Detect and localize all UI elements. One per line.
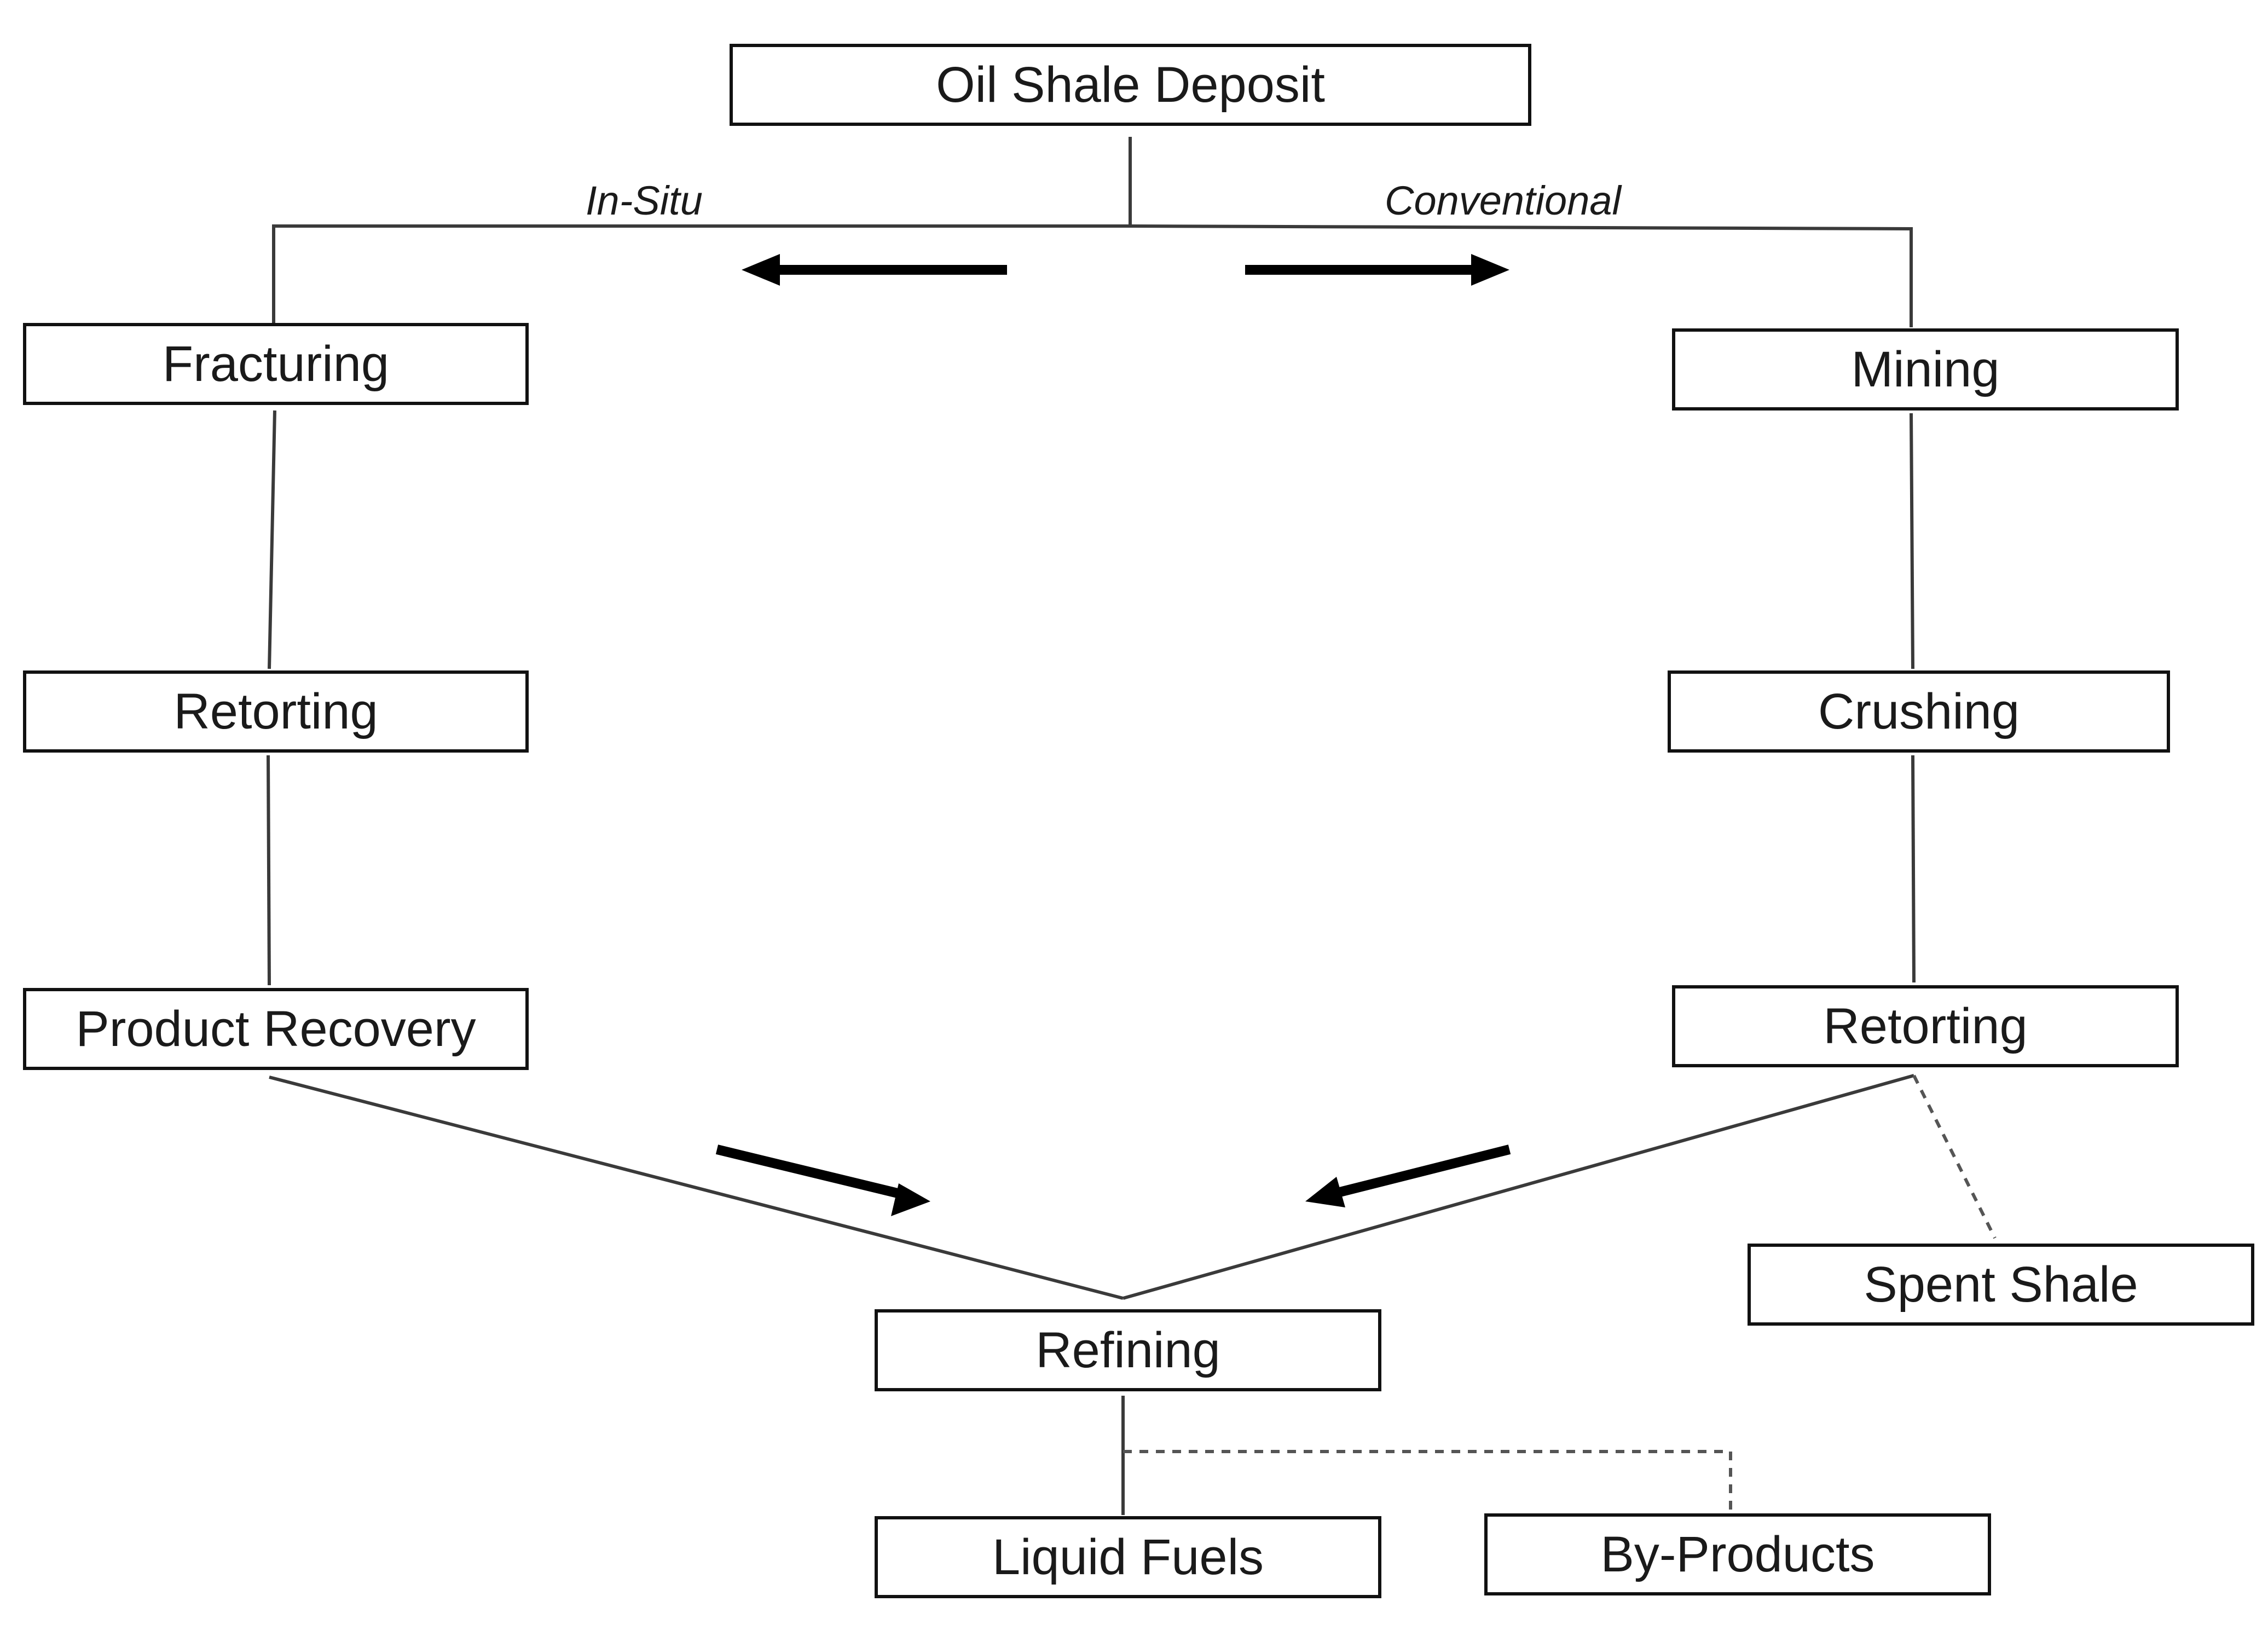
- in-situ-retorting-label: Retorting: [173, 684, 378, 739]
- root-to-conventional-connector: [1130, 224, 1913, 327]
- crushing-to-retorting-connector: [1911, 755, 1916, 983]
- spent-shale-label: Spent Shale: [1864, 1257, 2138, 1313]
- conventional-retorting-label: Retorting: [1823, 998, 2028, 1054]
- product-recovery-label: Product Recovery: [76, 1001, 476, 1057]
- crushing-label: Crushing: [1818, 684, 2020, 739]
- refining-label: Refining: [1035, 1322, 1220, 1378]
- fracturing-box: Fracturing: [23, 323, 529, 405]
- oil-shale-deposit-box: Oil Shale Deposit: [730, 44, 1531, 126]
- in-situ-retorting-box: Retorting: [23, 670, 529, 753]
- by-products-box: By-Products: [1484, 1513, 1991, 1595]
- liquid-fuels-box: Liquid Fuels: [875, 1516, 1381, 1598]
- mining-box: Mining: [1672, 328, 2179, 410]
- by-products-label: By-Products: [1600, 1527, 1875, 1582]
- retorting-to-refining-connector: [1123, 1074, 1914, 1300]
- retorting-to-product-recovery-connector: [267, 755, 271, 986]
- crushing-box: Crushing: [1668, 670, 2170, 753]
- mining-label: Mining: [1851, 342, 2000, 397]
- product-recovery-box: Product Recovery: [23, 988, 529, 1070]
- fracturing-to-retorting-connector: [268, 410, 276, 669]
- in-situ-branch-label: In-Situ: [586, 178, 703, 223]
- root-to-in-situ-connector: [272, 137, 1132, 323]
- spent-shale-box: Spent Shale: [1748, 1244, 2254, 1326]
- conventional-to-refining-arrow: [1305, 1144, 1511, 1207]
- mining-to-crushing-connector: [1910, 413, 1914, 669]
- in-situ-to-refining-arrow: [715, 1144, 930, 1216]
- conventional-retorting-box: Retorting: [1672, 985, 2179, 1067]
- refining-box: Refining: [875, 1309, 1381, 1391]
- refining-to-by-products-connector: [1123, 1450, 1732, 1512]
- product-recovery-to-refining-connector: [269, 1076, 1124, 1300]
- retorting-to-spent-shale-connector: [1912, 1074, 1997, 1239]
- fracturing-label: Fracturing: [162, 336, 390, 392]
- conventional-direction-arrow: [1245, 254, 1509, 286]
- in-situ-direction-arrow: [742, 254, 1007, 286]
- conventional-branch-label: Conventional: [1385, 178, 1621, 223]
- oil-shale-deposit-label: Oil Shale Deposit: [936, 57, 1325, 113]
- liquid-fuels-label: Liquid Fuels: [992, 1529, 1264, 1585]
